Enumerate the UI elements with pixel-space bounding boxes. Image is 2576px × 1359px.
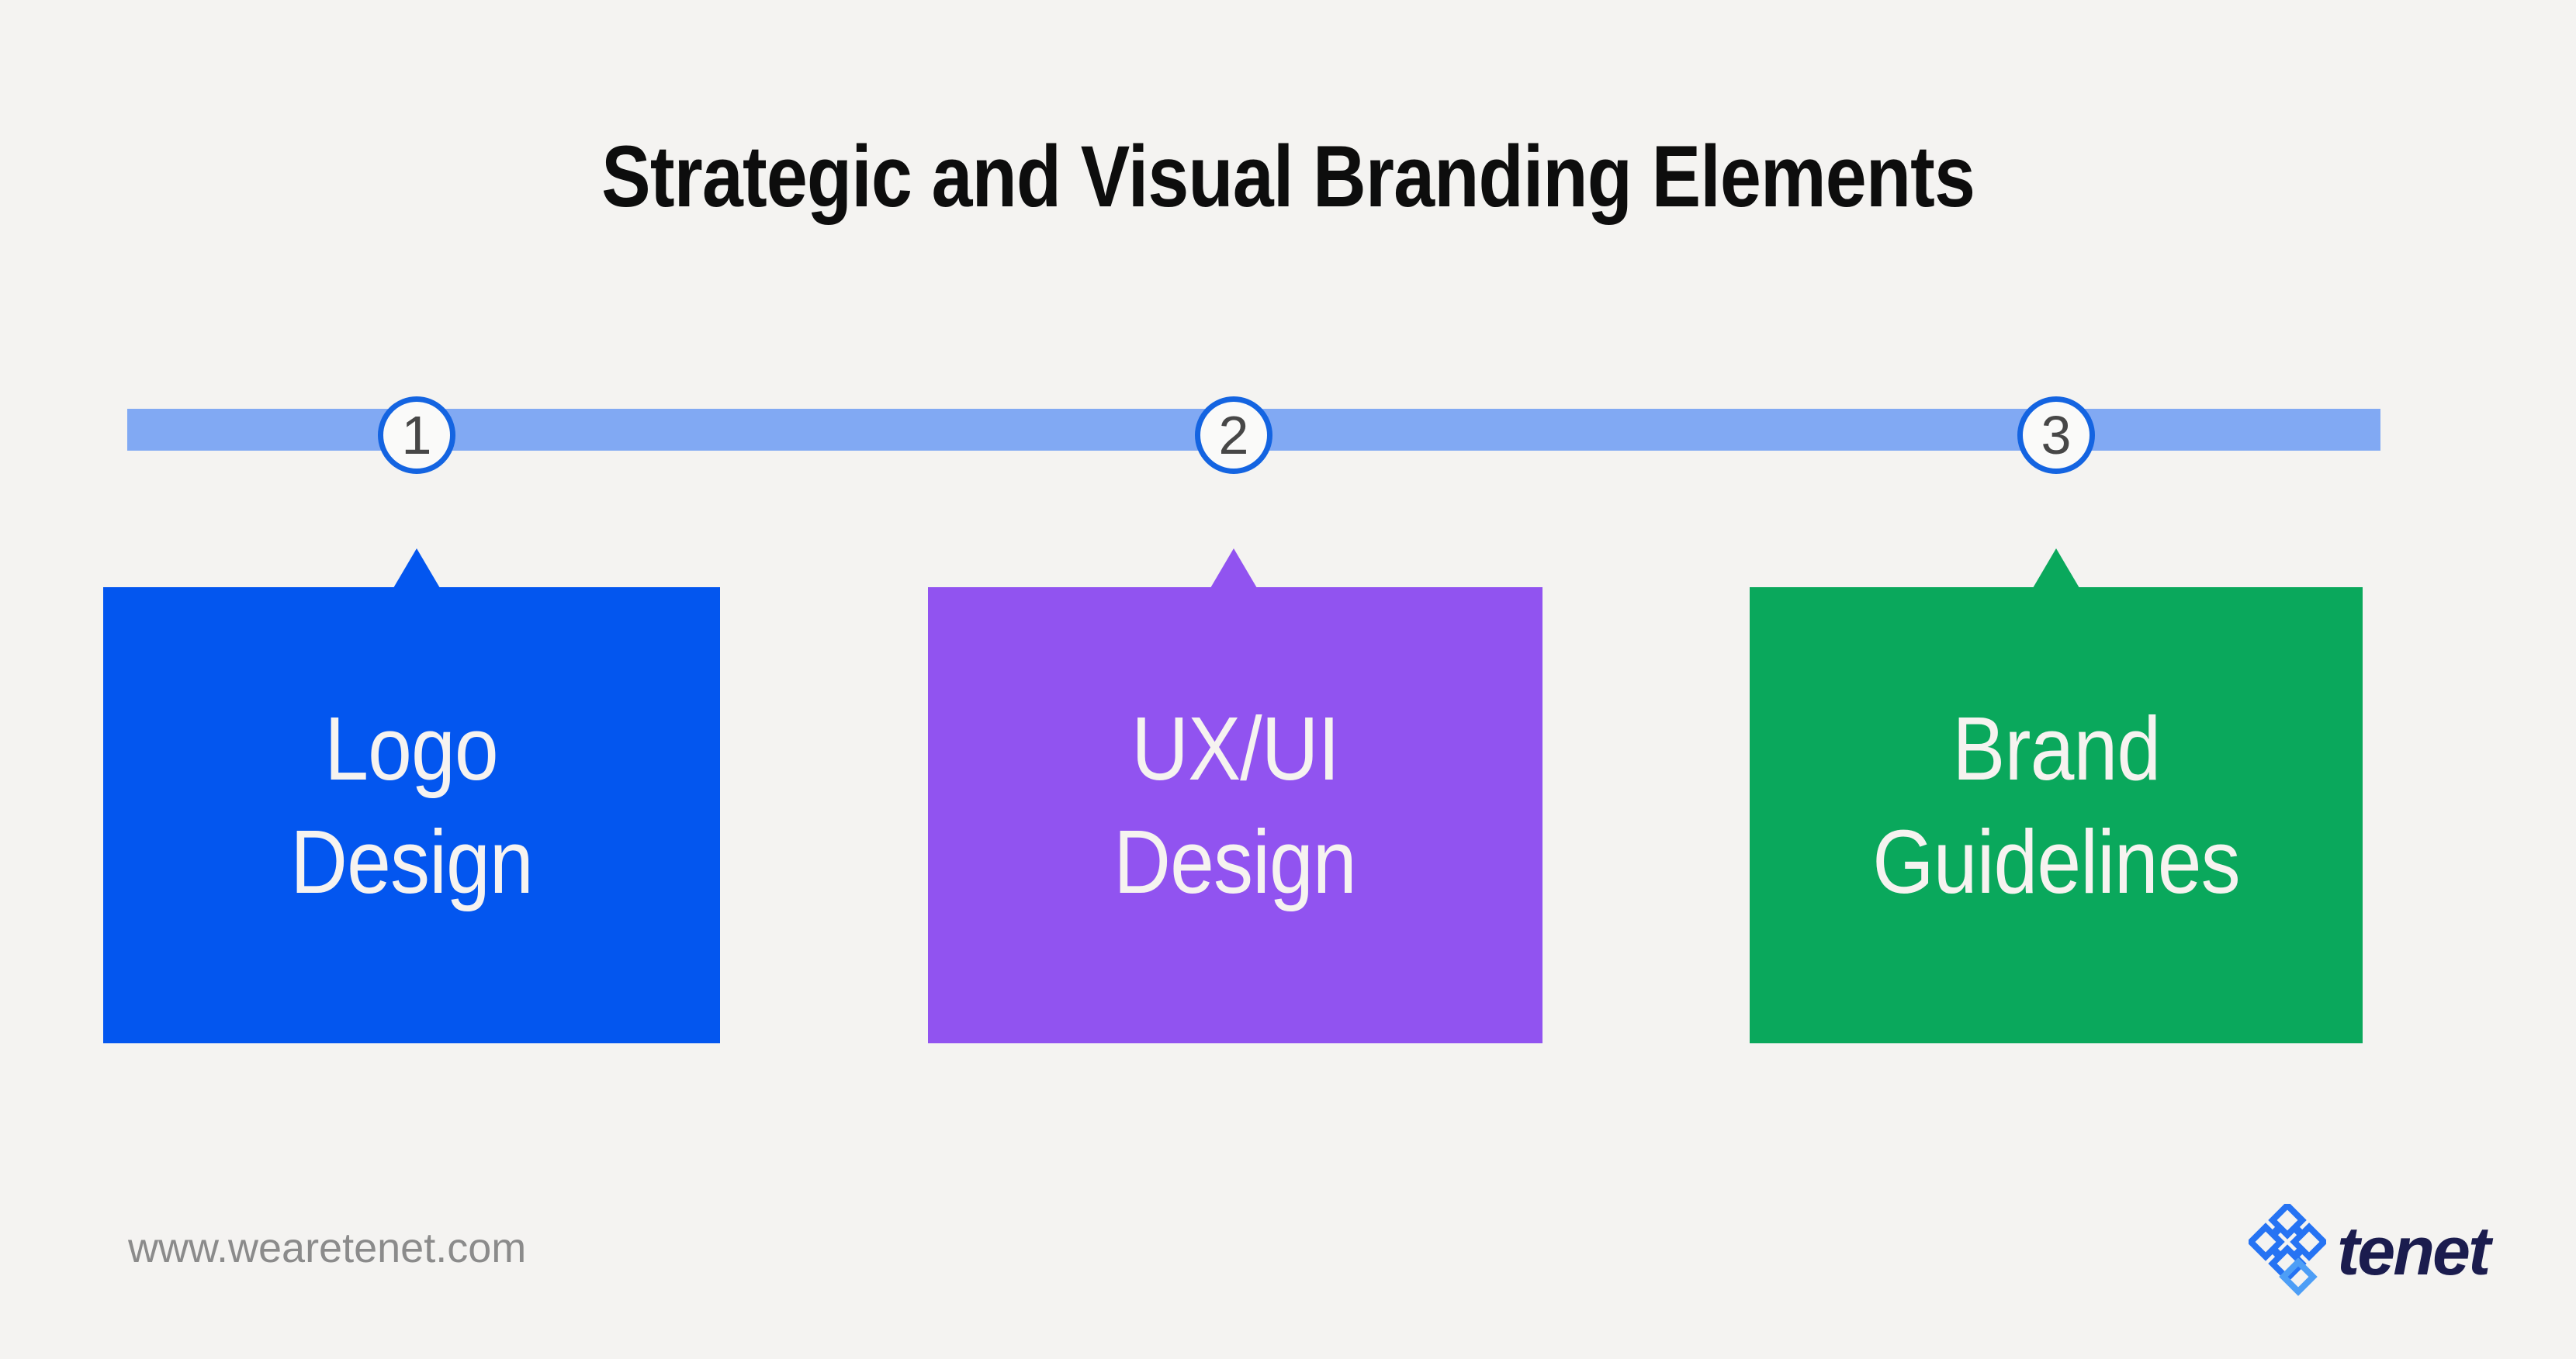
step-2-pointer-arrow bbox=[1210, 548, 1257, 588]
step-1-number: 1 bbox=[401, 405, 432, 465]
page-title: Strategic and Visual Branding Elements bbox=[0, 133, 2576, 220]
tenet-logo-icon bbox=[2249, 1204, 2326, 1296]
card-label-line: Brand bbox=[1951, 698, 2161, 799]
card-label-line: Logo bbox=[324, 698, 499, 799]
card-label-line: UX/UI bbox=[1131, 698, 1340, 799]
page-title-text: Strategic and Visual Branding Elements bbox=[601, 128, 1975, 225]
step-1-badge: 1 bbox=[378, 396, 455, 474]
website-url: www.wearetenet.com bbox=[128, 1225, 527, 1271]
step-2-number: 2 bbox=[1218, 405, 1249, 465]
step-2-badge: 2 bbox=[1195, 396, 1272, 474]
brand-wordmark: tenet bbox=[2337, 1212, 2491, 1289]
card-label-line: Design bbox=[290, 811, 533, 912]
card-label-line: Guidelines bbox=[1872, 811, 2240, 912]
card-logo-design: Logo Design bbox=[103, 587, 720, 1043]
card-brand-guidelines: Brand Guidelines bbox=[1750, 587, 2363, 1043]
step-3-badge: 3 bbox=[2017, 396, 2095, 474]
card-uxui-design: UX/UI Design bbox=[928, 587, 1542, 1043]
step-1-pointer-arrow bbox=[393, 548, 440, 588]
brand-lockup: tenet bbox=[2249, 1201, 2491, 1302]
card-label-line: Design bbox=[1113, 811, 1357, 912]
step-3-pointer-arrow bbox=[2033, 548, 2079, 588]
step-3-number: 3 bbox=[2041, 405, 2072, 465]
